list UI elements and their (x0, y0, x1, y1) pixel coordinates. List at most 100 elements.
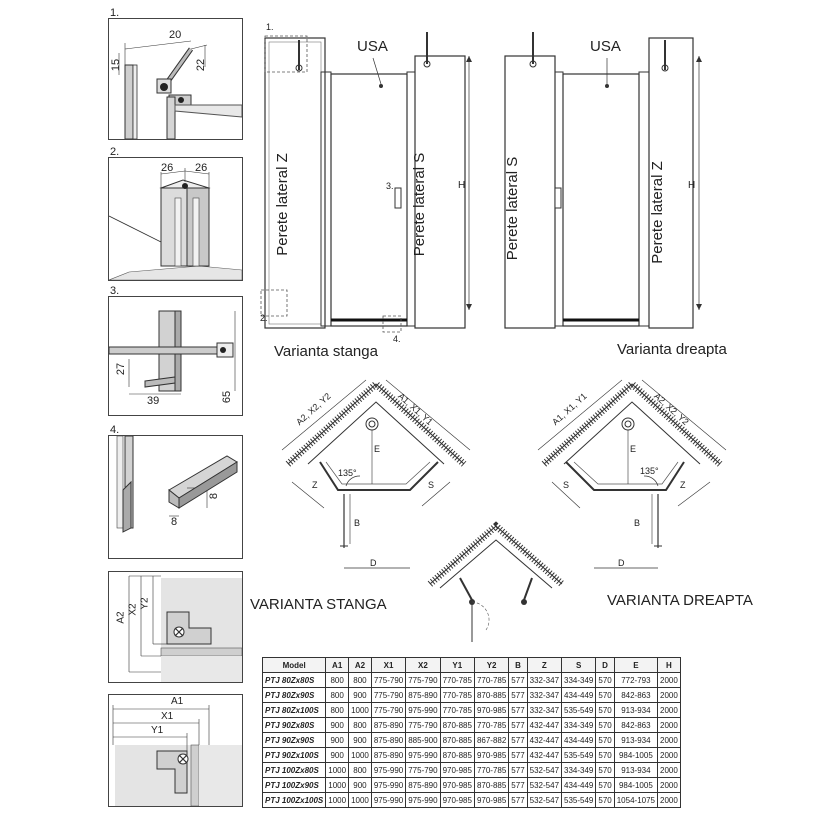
table-cell: 577 (508, 777, 528, 793)
col-header-d: D (595, 657, 615, 673)
elevation-drawing (260, 32, 702, 333)
detail-2-panel: 26 26 (108, 157, 243, 281)
table-cell: 1000 (348, 702, 372, 718)
table-cell: 770-785 (473, 672, 510, 688)
plan-right-z-label: Z (680, 480, 686, 490)
table-cell: 2000 (657, 792, 681, 808)
table-cell: 532-547 (526, 777, 563, 793)
table-cell: 975-990 (405, 702, 441, 718)
table-cell: 842-863 (613, 717, 659, 733)
table-cell: 1000 (325, 792, 350, 808)
detail-a1-panel: A1 X1 Y1 (108, 694, 243, 807)
table-cell: 570 (595, 747, 615, 763)
table-cell: 577 (508, 732, 528, 748)
col-header-h: H (657, 657, 681, 673)
detail-4-number: 4. (110, 424, 120, 436)
table-cell: 1000 (348, 792, 372, 808)
table-cell: 1000 (348, 747, 372, 763)
detail-1-dim-20: 20 (169, 29, 182, 41)
col-header-e: E (613, 657, 659, 673)
table-cell: 2000 (657, 732, 681, 748)
col-header-model: Model (261, 657, 327, 673)
elevation-callout-3: 3. (386, 181, 394, 191)
table-cell: 800 (348, 762, 372, 778)
plan-variant-right-title: VARIANTA DREAPTA (607, 592, 753, 609)
table-cell: 770-785 (473, 762, 510, 778)
table-cell: 577 (508, 717, 528, 733)
table-cell: 770-785 (439, 687, 475, 703)
detail-a2-label-x2: X2 (127, 603, 139, 616)
table-cell: 875-890 (405, 777, 441, 793)
table-cell: 800 (348, 717, 372, 733)
table-cell: 577 (508, 687, 528, 703)
col-header-s: S (561, 657, 597, 673)
table-cell: 432-447 (526, 717, 563, 733)
table-cell: 900 (325, 717, 350, 733)
detail-4-dim-8-horizontal: 8 (171, 516, 178, 528)
table-cell: 577 (508, 762, 528, 778)
col-header-a1: A1 (325, 657, 350, 673)
table-cell: 975-990 (370, 777, 407, 793)
table-cell: 532-547 (526, 792, 563, 808)
table-cell: 770-785 (439, 672, 475, 688)
table-cell: 570 (595, 762, 615, 778)
table-cell: 913-934 (613, 732, 659, 748)
spec-table: Model A1 A2 X1 X2 Y1 Y2 B Z S D E H PTJ … (261, 657, 681, 808)
table-cell: 984-1005 (613, 777, 659, 793)
col-header-z: Z (526, 657, 563, 673)
table-cell: 2000 (657, 777, 681, 793)
table-cell: 875-890 (405, 687, 441, 703)
table-cell: 570 (595, 702, 615, 718)
plan-left-angle-label: 135° (338, 468, 357, 478)
col-header-b: B (508, 657, 528, 673)
table-cell: 334-349 (561, 672, 597, 688)
detail-a1-drawing (112, 705, 242, 806)
table-cell: 1054-1075 (613, 792, 659, 808)
table-cell: 332-347 (526, 687, 563, 703)
table-cell: 800 (348, 672, 372, 688)
col-header-x1: X1 (370, 657, 407, 673)
table-cell: 875-890 (370, 732, 407, 748)
plan-left-s-label: S (428, 480, 435, 490)
detail-a2-label-a2: A2 (115, 611, 127, 624)
table-cell: 570 (595, 777, 615, 793)
plan-right-s-label: S (563, 480, 570, 490)
table-cell: 1000 (325, 762, 350, 778)
detail-a2-panel: A2 X2 Y2 (108, 571, 243, 683)
table-cell: 970-985 (439, 792, 475, 808)
plan-right-d-label: D (618, 558, 625, 568)
detail-a2-drawing (128, 575, 242, 682)
detail-3-dim-27: 27 (115, 362, 128, 376)
table-cell: 900 (325, 732, 350, 748)
table-cell-model: PTJ 100Zx90S (261, 777, 327, 793)
elevation-left-door-label: USA (357, 38, 388, 55)
plan-left-b-label: B (354, 518, 361, 528)
table-cell-model: PTJ 80Zx80S (261, 672, 327, 688)
detail-2-dim-26-right: 26 (195, 162, 208, 174)
table-cell: 570 (595, 792, 615, 808)
table-cell: 800 (325, 702, 350, 718)
table-cell: 900 (348, 777, 372, 793)
plan-right-e-label: E (630, 444, 637, 454)
table-cell: 570 (595, 687, 615, 703)
table-cell: 535-549 (561, 702, 597, 718)
detail-2-dim-26-left: 26 (161, 162, 174, 174)
table-cell: 577 (508, 747, 528, 763)
col-header-x2: X2 (405, 657, 441, 673)
elevation-left-height-label: H (458, 180, 466, 191)
table-cell: 570 (595, 672, 615, 688)
table-cell-model: PTJ 90Zx80S (261, 717, 327, 733)
table-cell: 775-790 (370, 687, 407, 703)
detail-a1-label-x1: X1 (161, 711, 174, 722)
detail-3-number: 3. (110, 285, 120, 297)
table-cell: 970-985 (439, 762, 475, 778)
table-cell: 970-985 (473, 747, 510, 763)
table-cell: 570 (595, 717, 615, 733)
table-cell-model: PTJ 100Zx80S (261, 762, 327, 778)
table-cell: 970-985 (473, 702, 510, 718)
